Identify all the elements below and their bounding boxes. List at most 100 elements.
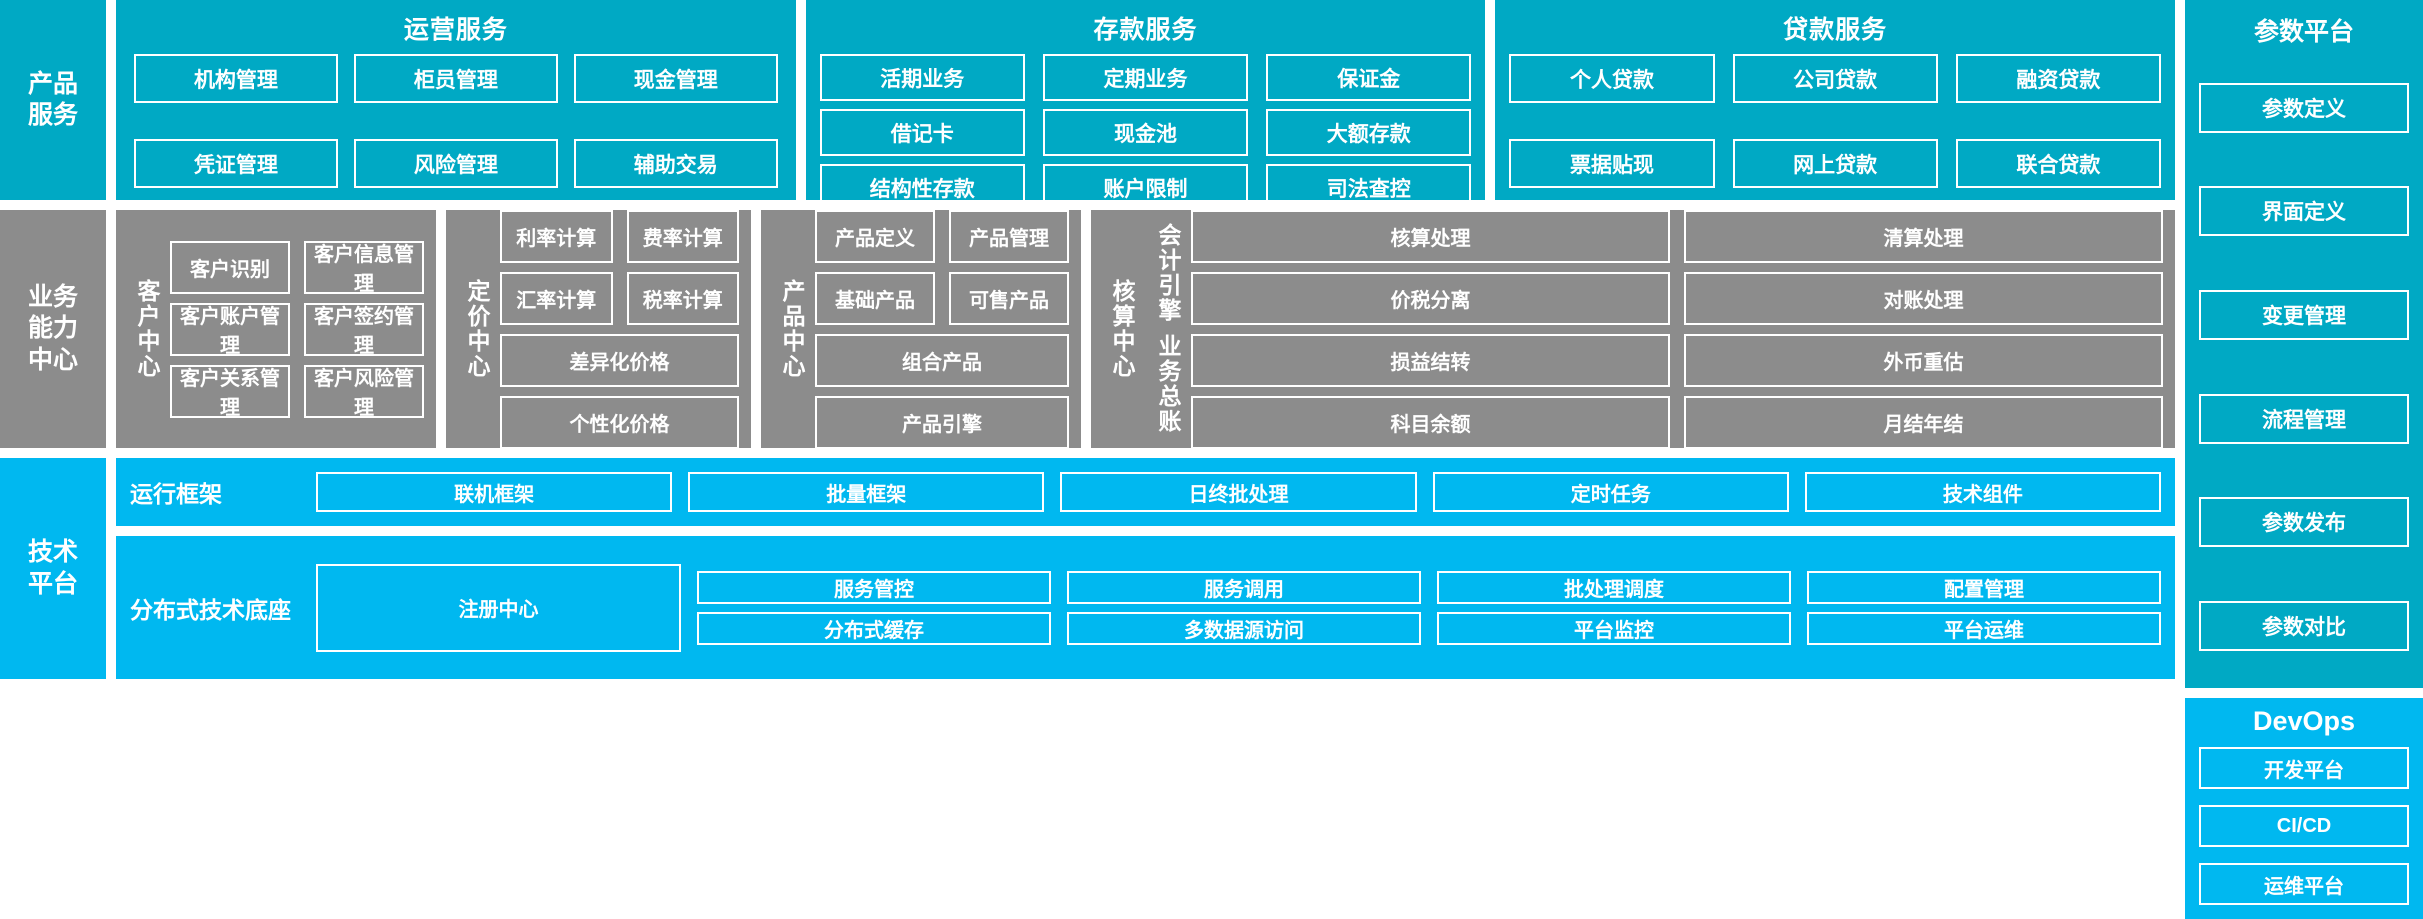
capability-cell[interactable]: 产品引擎 xyxy=(815,395,1069,449)
capability-cell[interactable]: 客户关系管理 xyxy=(170,364,290,419)
capability-cell[interactable]: 客户信息管理 xyxy=(304,240,424,295)
capability-cell[interactable]: 清算处理 xyxy=(1684,209,2163,263)
parameter-cell[interactable]: 界面定义 xyxy=(2199,186,2409,237)
tech-cell[interactable]: 日终批处理 xyxy=(1060,472,1417,512)
center-row: 产品定义 产品管理 xyxy=(815,209,1069,263)
service-cell[interactable]: 机构管理 xyxy=(134,54,338,103)
capability-cell[interactable]: 基础产品 xyxy=(815,271,935,325)
service-cell[interactable]: 现金管理 xyxy=(573,54,778,103)
registry-center-cell[interactable]: 注册中心 xyxy=(316,563,682,652)
capability-cell[interactable]: 客户风险管理 xyxy=(304,364,424,419)
tech-cell[interactable]: 批处理调度 xyxy=(1437,570,1792,604)
group-title: 运营服务 xyxy=(403,16,508,44)
service-cell[interactable]: 柜员管理 xyxy=(353,54,558,103)
capability-cell[interactable]: 客户识别 xyxy=(170,240,290,294)
capability-cell[interactable]: 核算处理 xyxy=(1191,209,1670,263)
group-row: 个人贷款 公司贷款 融资贷款 xyxy=(1509,54,2161,103)
tech-cell[interactable]: 平台运维 xyxy=(1807,611,2161,645)
band-label-business-capability: 业务能力中心 xyxy=(0,210,106,448)
capability-cell[interactable]: 差异化价格 xyxy=(500,333,739,387)
tech-cell[interactable]: 配置管理 xyxy=(1807,570,2161,604)
capability-cell[interactable]: 客户账户管理 xyxy=(170,302,290,357)
capability-cell[interactable]: 产品管理 xyxy=(949,209,1069,263)
center-row: 损益结转 外币重估 xyxy=(1191,333,2163,387)
tech-cell[interactable]: 技术组件 xyxy=(1804,472,2162,512)
base-column: 服务调用 多数据源访问 xyxy=(1067,570,1422,645)
tech-cell[interactable]: 多数据源访问 xyxy=(1067,611,1422,645)
distributed-base-label: 分布式技术底座 xyxy=(130,596,291,623)
group-title: 贷款服务 xyxy=(1783,16,1888,44)
tech-cell[interactable]: 服务管控 xyxy=(697,570,1052,604)
service-cell[interactable]: 账户限制 xyxy=(1042,164,1249,211)
tech-cell[interactable]: 分布式缓存 xyxy=(697,611,1052,645)
service-cell[interactable]: 网上贷款 xyxy=(1732,139,1938,188)
center-row: 基础产品 可售产品 xyxy=(815,271,1069,325)
service-cell[interactable]: 大额存款 xyxy=(1266,109,1472,156)
service-cell[interactable]: 保证金 xyxy=(1266,54,1472,101)
service-cell[interactable]: 联合贷款 xyxy=(1955,139,2161,188)
service-cell[interactable]: 辅助交易 xyxy=(573,139,778,188)
capability-cell[interactable]: 组合产品 xyxy=(815,333,1069,387)
devops-cell[interactable]: CI/CD xyxy=(2199,805,2409,847)
capability-cell[interactable]: 外币重估 xyxy=(1684,333,2163,387)
tech-cell[interactable]: 服务调用 xyxy=(1067,570,1422,604)
capability-cell[interactable]: 科目余额 xyxy=(1191,395,1670,449)
base-column: 服务管控 分布式缓存 xyxy=(697,570,1052,645)
band-label-text: 技术平台 xyxy=(27,538,78,598)
capability-cell[interactable]: 损益结转 xyxy=(1191,333,1670,387)
tech-cell[interactable]: 平台监控 xyxy=(1437,611,1792,645)
business-capability-band: 业务能力中心 客户中心 客户识别 客户信息管理 客户账户管理 客户签约管理 客户… xyxy=(0,209,2175,449)
devops-panel: DevOps 开发平台 CI/CD 运维平台 xyxy=(2185,698,2423,919)
parameter-cell[interactable]: 变更管理 xyxy=(2199,290,2409,341)
service-cell[interactable]: 凭证管理 xyxy=(134,139,338,188)
product-services-band: 产品服务 运营服务 机构管理 柜员管理 现金管理 凭证管理 风险管理 辅助交易 xyxy=(0,0,2176,211)
group-row: 凭证管理 风险管理 辅助交易 xyxy=(130,139,782,188)
capability-cell[interactable]: 产品定义 xyxy=(815,209,935,263)
accounting-sublabel-ledger: 业务总账 xyxy=(1155,334,1181,435)
capability-cell[interactable]: 费率计算 xyxy=(626,209,739,263)
service-cell[interactable]: 结构性存款 xyxy=(819,164,1025,211)
devops-title: DevOps xyxy=(2252,706,2356,736)
service-cell[interactable]: 风险管理 xyxy=(353,139,558,188)
center-row: 汇率计算 税率计算 xyxy=(500,271,739,325)
devops-cell[interactable]: 开发平台 xyxy=(2199,747,2409,789)
group-title: 存款服务 xyxy=(1093,16,1198,44)
tech-cell[interactable]: 批量框架 xyxy=(688,472,1045,512)
group-operation-services: 运营服务 机构管理 柜员管理 现金管理 凭证管理 风险管理 辅助交易 xyxy=(116,0,796,200)
parameter-cell[interactable]: 参数对比 xyxy=(2199,601,2409,652)
capability-cell[interactable]: 个性化价格 xyxy=(500,395,739,449)
parameter-cell[interactable]: 参数定义 xyxy=(2199,82,2409,133)
service-cell[interactable]: 活期业务 xyxy=(819,54,1025,101)
service-cell[interactable]: 司法查控 xyxy=(1266,164,1472,211)
capability-cell[interactable]: 价税分离 xyxy=(1191,271,1670,325)
tech-cell[interactable]: 联机框架 xyxy=(316,472,673,512)
service-cell[interactable]: 公司贷款 xyxy=(1732,54,1938,103)
run-framework-label: 运行框架 xyxy=(130,481,222,507)
center-product: 产品中心 产品定义 产品管理 基础产品 可售产品 组合产品 产品引擎 xyxy=(761,209,1081,449)
center-row: 核算处理 清算处理 xyxy=(1191,209,2163,263)
service-cell[interactable]: 个人贷款 xyxy=(1509,54,1715,103)
service-cell[interactable]: 票据贴现 xyxy=(1509,139,1715,188)
center-pricing: 定价中心 利率计算 费率计算 汇率计算 税率计算 差异化价格 个性化价格 xyxy=(446,209,751,449)
capability-cell[interactable]: 客户签约管理 xyxy=(304,302,424,357)
service-cell[interactable]: 融资贷款 xyxy=(1955,54,2161,103)
capability-cell[interactable]: 税率计算 xyxy=(626,271,739,325)
service-cell[interactable]: 现金池 xyxy=(1042,109,1249,156)
devops-cell[interactable]: 运维平台 xyxy=(2199,863,2409,905)
service-cell[interactable]: 定期业务 xyxy=(1042,54,1249,101)
capability-cell[interactable]: 汇率计算 xyxy=(500,271,613,325)
capability-cell[interactable]: 利率计算 xyxy=(500,209,613,263)
band-label-text: 业务能力中心 xyxy=(27,283,78,374)
service-cell[interactable]: 借记卡 xyxy=(819,109,1025,156)
capability-cell[interactable]: 月结年结 xyxy=(1684,395,2163,449)
capability-cell[interactable]: 可售产品 xyxy=(949,271,1069,325)
tech-cell[interactable]: 定时任务 xyxy=(1432,472,1789,512)
capability-cell[interactable]: 对账处理 xyxy=(1684,271,2163,325)
group-row: 活期业务 定期业务 保证金 xyxy=(819,54,1472,101)
group-row: 机构管理 柜员管理 现金管理 xyxy=(130,54,782,103)
base-column: 批处理调度 平台监控 xyxy=(1437,570,1792,645)
parameter-cell[interactable]: 参数发布 xyxy=(2199,497,2409,548)
parameter-cell[interactable]: 流程管理 xyxy=(2199,393,2409,444)
center-row: 组合产品 xyxy=(815,333,1069,387)
base-column: 配置管理 平台运维 xyxy=(1807,570,2161,645)
